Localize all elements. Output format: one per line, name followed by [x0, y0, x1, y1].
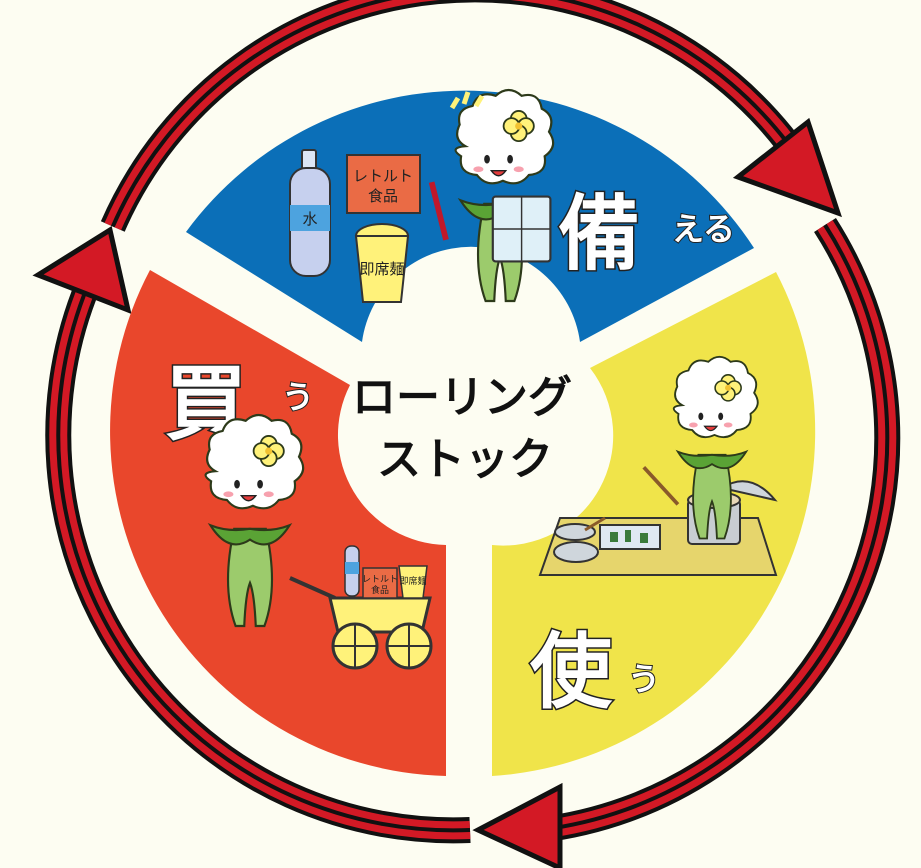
use-suffix: う: [628, 660, 660, 698]
cycle-arrows: [32, 0, 901, 868]
instant-noodles-label: 即席麺: [359, 260, 404, 278]
prepare-verb: 備: [558, 187, 640, 282]
arrow-right-bottom: [472, 218, 901, 868]
cutting-board-icon: [599, 524, 661, 550]
cart-retort-food-label: 食品: [371, 584, 389, 596]
cart-retort-pouch-icon: [362, 567, 398, 599]
instant-noodle-cup-icon: [354, 223, 410, 303]
prepare-suffix: える: [672, 210, 735, 248]
bowls-icon: [553, 516, 606, 563]
center-circle: [362, 328, 576, 542]
mascot-prepare-icon: [428, 88, 555, 303]
water-bottle-icon: [289, 149, 331, 277]
cart-noodle-cup-icon: [398, 565, 428, 599]
retort-food-label: 食品: [368, 187, 398, 205]
water-label: 水: [302, 210, 317, 228]
buy-suffix: う: [282, 378, 314, 416]
cart-retort-label: レトルト: [362, 575, 398, 585]
retort-pouch-icon: [346, 154, 421, 214]
mascot-use-icon: [642, 355, 759, 540]
shopping-cart-icon: [289, 576, 433, 670]
retort-label: レトルト: [353, 167, 413, 185]
cart-noodles-label: 即席麺: [399, 575, 426, 587]
arrow-top-right: [100, 0, 842, 232]
sector-prepare: [186, 90, 754, 342]
center-title-line2: ストック: [377, 434, 553, 485]
use-verb: 使: [530, 625, 613, 720]
arrow-bottom-left: [32, 226, 471, 844]
sparkle-icon: [449, 91, 485, 110]
center-title-line1: ローリング: [352, 372, 572, 423]
cart-water-bottle-icon: [344, 545, 360, 597]
